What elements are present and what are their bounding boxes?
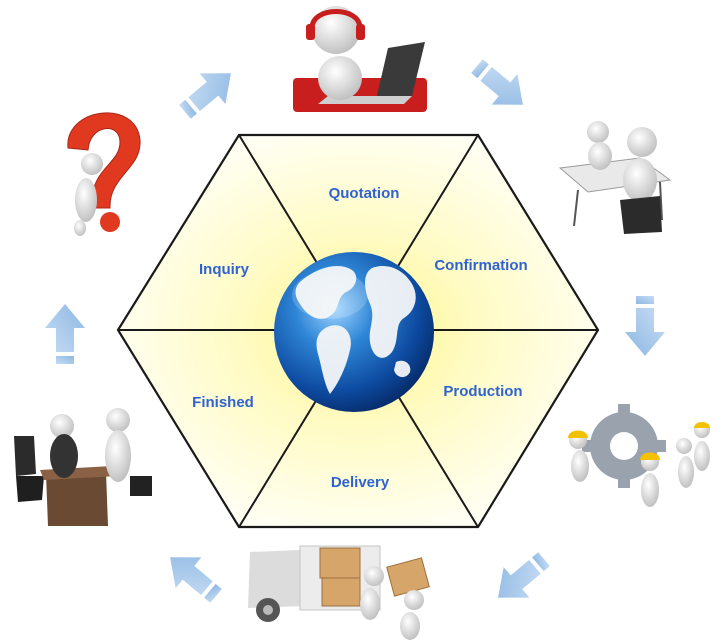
arrow-icon-quotation-to-confirmation — [464, 50, 536, 121]
customer-service-illustration — [293, 6, 427, 112]
arrow-icon-confirmation-to-production — [625, 296, 665, 356]
segment-label-inquiry: Inquiry — [199, 261, 250, 278]
globe-icon — [274, 252, 434, 412]
arrow-icon-delivery-to-finished — [157, 541, 229, 612]
segment-label-confirmation: Confirmation — [434, 257, 527, 274]
segment-label-quotation: Quotation — [329, 185, 400, 202]
arrow-icon-production-to-delivery — [485, 543, 557, 614]
segment-label-finished: Finished — [192, 394, 254, 411]
segment-label-delivery: Delivery — [331, 474, 390, 491]
question-mark-illustration — [67, 112, 141, 236]
meeting-illustration — [556, 120, 676, 242]
question-mark-icon — [67, 112, 141, 209]
delivery-truck-illustration — [248, 545, 430, 640]
segment-labels: Quotation Confirmation Production Delive… — [192, 185, 528, 491]
handshake-office-illustration — [14, 408, 152, 526]
arrow-icon-finished-to-inquiry — [45, 304, 85, 364]
arrow-icon-inquiry-to-quotation — [172, 57, 244, 128]
segment-label-production: Production — [443, 383, 522, 400]
workers-gear-illustration — [560, 400, 712, 522]
